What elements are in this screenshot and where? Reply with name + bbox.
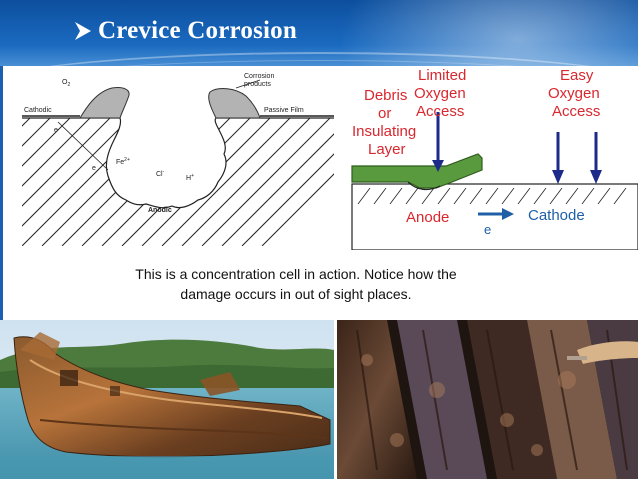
cathodic-label: Cathodic xyxy=(24,107,52,114)
passive-film-label: Passive Film xyxy=(264,107,304,114)
metal-substrate xyxy=(351,183,638,250)
o2-label: O2 xyxy=(62,79,70,88)
debris-label-3: Insulating xyxy=(352,123,416,140)
left-accent-strip xyxy=(0,66,3,320)
cathode-label: Cathode xyxy=(528,207,585,224)
debris-layer xyxy=(351,153,483,189)
anodic-label: Anodic xyxy=(148,207,172,214)
electron-flow-arrow-head xyxy=(502,208,514,220)
caption-line-1: This is a concentration cell in action. … xyxy=(135,266,457,282)
debris-label-2: or xyxy=(378,105,391,122)
corrosion-products-label-1: Corrosion xyxy=(244,73,274,80)
electron-label-bottom: e xyxy=(92,165,96,172)
electron-label-top: e xyxy=(54,127,58,134)
anode-label: Anode xyxy=(406,209,449,226)
caption-line-2: damage occurs in out of sight places. xyxy=(180,286,412,302)
corroded-surface-photo xyxy=(337,320,638,479)
crevice-gap xyxy=(407,181,441,191)
crevice-pit-diagram: O2 Corrosion products Cathodic Passive F… xyxy=(22,66,334,246)
debris-label-4: Layer xyxy=(368,141,406,158)
header-wave-secondary xyxy=(0,60,638,100)
header-wave xyxy=(0,52,638,100)
slide-caption: This is a concentration cell in action. … xyxy=(96,264,496,304)
easy-label-1: Easy xyxy=(560,67,594,84)
arrow-bullet-icon xyxy=(75,22,91,40)
debris-label-1: Debris xyxy=(364,87,407,104)
pit-outline xyxy=(22,117,334,209)
rusted-ship-photo xyxy=(0,320,334,479)
easy-oxygen-arrow-1-head xyxy=(552,170,564,184)
easy-label-2: Oxygen xyxy=(548,85,600,102)
hydrogen-ion-label: H+ xyxy=(186,173,194,182)
photo-divider xyxy=(334,320,337,479)
title-row: Crevice Corrosion xyxy=(72,14,297,48)
corrosion-deposit-left xyxy=(79,87,130,119)
easy-label-3: Access xyxy=(552,103,600,120)
substrate-hatching xyxy=(357,187,627,205)
limited-label-1: Limited xyxy=(418,67,466,84)
oxygen-access-diagram: Limited Oxygen Access Easy Oxygen Access… xyxy=(348,66,638,250)
slide-title: Crevice Corrosion xyxy=(98,17,297,44)
limited-label-2: Oxygen xyxy=(414,85,466,102)
corrosion-products-label-2: products xyxy=(244,81,271,88)
easy-oxygen-arrow-2-head xyxy=(590,170,602,184)
fe-ion-label: Fe2+ xyxy=(116,157,130,166)
chloride-ion-label: Cl- xyxy=(156,169,165,178)
limited-label-3: Access xyxy=(416,103,464,120)
electron-label: e xyxy=(484,222,491,237)
limited-oxygen-arrow-head xyxy=(432,160,444,172)
corrosion-deposit-right xyxy=(208,88,261,119)
